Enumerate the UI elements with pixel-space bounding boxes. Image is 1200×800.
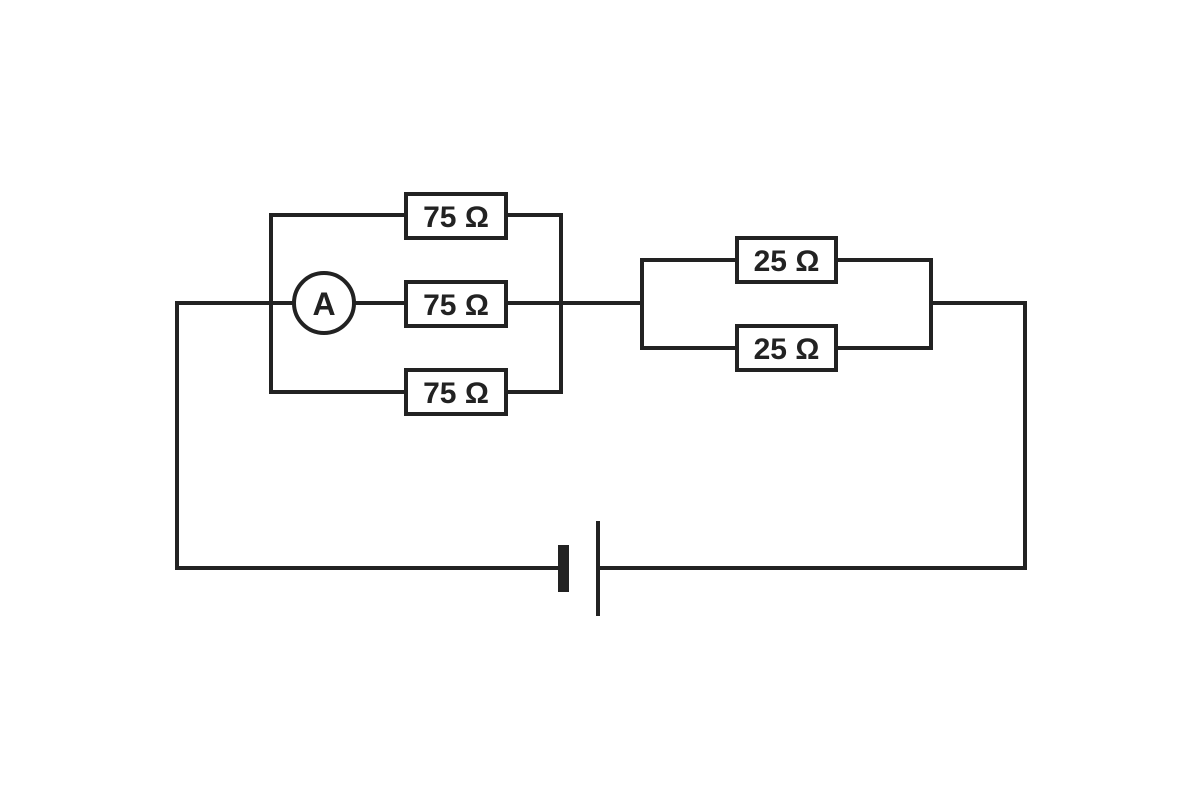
resistor-bottom-left: 75 Ω: [404, 368, 508, 416]
resistor-label: 75 Ω: [423, 377, 489, 410]
resistor-label: 25 Ω: [754, 333, 820, 366]
resistor-label: 25 Ω: [754, 245, 820, 278]
resistor-body: [404, 368, 508, 416]
resistor-top-right: 25 Ω: [735, 236, 838, 284]
resistor-body: [735, 236, 838, 284]
resistor-bottom-right: 25 Ω: [735, 324, 838, 372]
resistor-body: [404, 192, 508, 240]
outer-loop-wire-right: [596, 301, 1027, 570]
ammeter: A: [292, 271, 356, 335]
resistor-label: 75 Ω: [423, 201, 489, 234]
ammeter-label: A: [312, 286, 335, 322]
resistor-body: [404, 280, 508, 328]
ammeter-ring: [292, 271, 356, 335]
cell-negative-plate: [558, 545, 569, 592]
resistor-label: 75 Ω: [423, 289, 489, 322]
resistor-body: [735, 324, 838, 372]
outer-loop-wire: [175, 301, 565, 570]
battery-cell: [558, 521, 600, 616]
resistor-middle-left: 75 Ω: [404, 280, 508, 328]
resistor-top-left: 75 Ω: [404, 192, 508, 240]
